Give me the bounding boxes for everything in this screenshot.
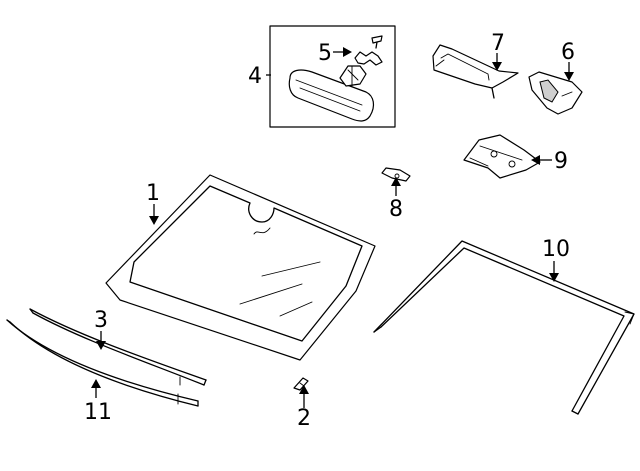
clip-8 xyxy=(381,167,411,182)
callout-6: 6 xyxy=(561,40,575,65)
callout-8: 8 xyxy=(389,197,403,222)
callout-1: 1 xyxy=(146,181,160,206)
bracket-5 xyxy=(354,51,383,66)
leader-1 xyxy=(149,204,159,225)
leader-3 xyxy=(96,331,106,350)
sensor-cover-6 xyxy=(528,71,583,115)
side-moulding-3 xyxy=(29,308,207,386)
sensor-module-9 xyxy=(463,134,541,179)
leader-9 xyxy=(531,155,552,165)
mirror-mount xyxy=(339,65,367,87)
side-moulding-11 xyxy=(6,319,199,407)
leader-5 xyxy=(333,47,352,57)
clip-2 xyxy=(293,377,309,391)
weatherstrip-10 xyxy=(373,240,635,415)
callout-10: 10 xyxy=(542,237,570,262)
console-cover-7 xyxy=(432,44,519,99)
callout-9: 9 xyxy=(554,149,568,174)
leader-7 xyxy=(492,53,502,71)
callout-7: 7 xyxy=(491,31,505,56)
callout-3: 3 xyxy=(94,308,108,333)
rear-view-mirror xyxy=(288,69,375,122)
leader-6 xyxy=(564,62,574,81)
callout-11: 11 xyxy=(84,400,112,425)
callout-4: 4 xyxy=(248,64,262,89)
callout-2: 2 xyxy=(297,406,311,431)
leader-2 xyxy=(299,385,309,408)
screw-5 xyxy=(371,35,383,49)
windshield-glass xyxy=(105,174,376,361)
leader-11 xyxy=(91,379,101,398)
callout-5: 5 xyxy=(318,41,332,66)
leader-8 xyxy=(391,177,401,196)
leader-10 xyxy=(549,261,559,282)
